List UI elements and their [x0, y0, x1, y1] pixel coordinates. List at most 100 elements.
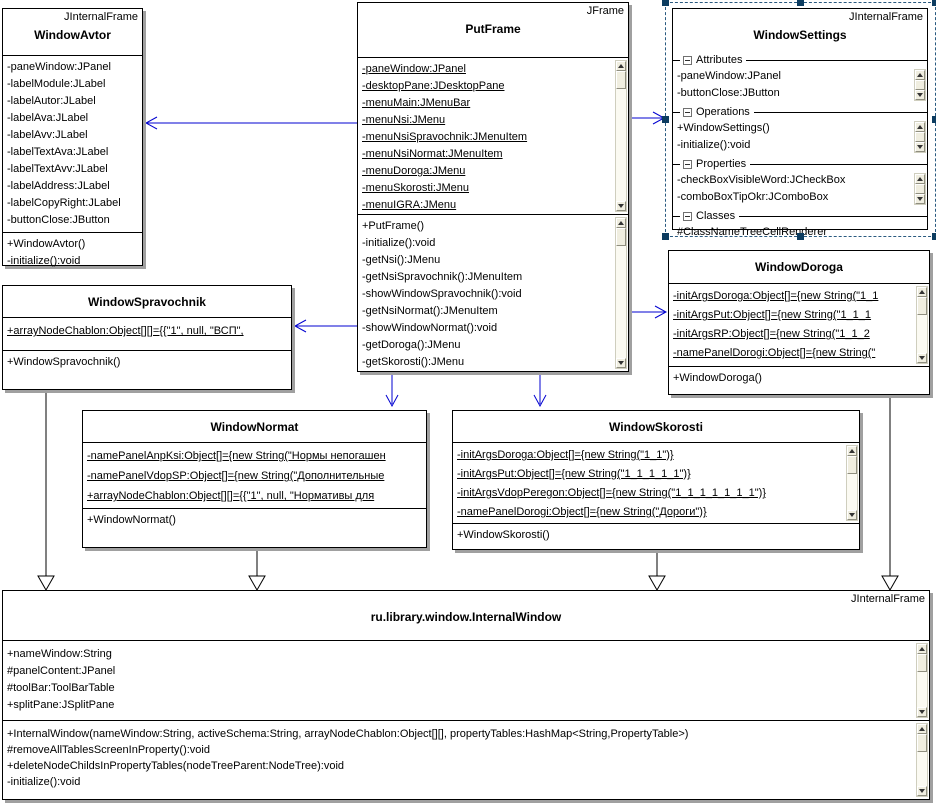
attribute[interactable]: -menuDoroga:JMenu — [362, 165, 466, 177]
collapse-icon[interactable] — [683, 107, 692, 117]
section-header-attributes[interactable]: Attributes — [673, 53, 927, 67]
scroll-thumb[interactable] — [917, 734, 927, 752]
attribute[interactable]: +splitPane:JSplitPane — [7, 699, 115, 711]
attribute[interactable]: -initArgsPut:Object[]={new String("1_1_1 — [673, 309, 872, 321]
scroll-thumb[interactable] — [915, 80, 925, 90]
class-header[interactable]: WindowDoroga — [669, 251, 929, 284]
class-header[interactable]: JFrame PutFrame — [358, 3, 628, 58]
attribute[interactable]: -buttonClose:JButton — [677, 87, 780, 99]
attribute[interactable]: -initArgsPut:Object[]={new String("1_1_1… — [457, 468, 691, 480]
scrollbar[interactable] — [615, 60, 627, 212]
scroll-up-button[interactable] — [915, 174, 925, 184]
resize-handle[interactable] — [662, 115, 669, 123]
scrollbar[interactable] — [615, 217, 627, 369]
resize-handle[interactable] — [932, 115, 936, 123]
class-windownormat[interactable]: WindowNormat -namePanelAnpKsi:Object[]={… — [82, 410, 427, 548]
operation[interactable]: #removeAllTablesScreenInProperty():void — [7, 744, 210, 756]
inner-class[interactable]: #ClassNameTreeCellRenderer — [677, 226, 827, 238]
assoc-putframe-windowdoroga[interactable] — [629, 305, 668, 319]
operations-compartment[interactable]: +PutFrame() -initialize():void -getNsi()… — [358, 215, 628, 371]
scroll-down-button[interactable] — [917, 707, 927, 717]
scroll-down-button[interactable] — [915, 194, 925, 204]
attribute[interactable]: #panelContent:JPanel — [7, 665, 116, 677]
operations-compartment[interactable]: +WindowSpravochnik() — [3, 351, 291, 373]
assoc-putframe-windownormat[interactable] — [385, 372, 399, 408]
attribute[interactable]: -namePanelDorogi:Object[]={new String(" — [673, 347, 876, 359]
attributes-compartment[interactable]: -paneWindow:JPanel -labelModule:JLabel -… — [3, 56, 142, 233]
property[interactable]: -checkBoxVisibleWord:JCheckBox — [677, 174, 846, 186]
scroll-thumb[interactable] — [847, 456, 857, 474]
scroll-up-button[interactable] — [917, 287, 927, 297]
operation[interactable]: -getNsiNormat():JMenuItem — [362, 305, 498, 317]
scroll-up-button[interactable] — [847, 446, 857, 456]
attribute[interactable]: -labelAva:JLabel — [7, 112, 89, 124]
resize-handle[interactable] — [796, 233, 804, 240]
scroll-down-button[interactable] — [616, 358, 626, 368]
resize-handle[interactable] — [932, 0, 936, 6]
operations-compartment[interactable]: +InternalWindow(nameWindow:String, activ… — [3, 721, 929, 799]
operations-compartment[interactable]: +WindowNormat() — [83, 509, 426, 531]
scrollbar[interactable] — [914, 69, 926, 101]
attribute[interactable]: -labelCopyRight:JLabel — [7, 197, 121, 209]
attribute[interactable]: -labelAddress:JLabel — [7, 180, 110, 192]
class-header[interactable]: JInternalFrame ru.library.window.Interna… — [3, 591, 929, 641]
generalization-windowskorosti-internalwindow[interactable] — [648, 550, 666, 592]
attribute[interactable]: +arrayNodeChablon:Object[][]={{"1", null… — [87, 490, 375, 502]
attribute[interactable]: -menuNsiNormat:JMenuItem — [362, 148, 503, 160]
attribute[interactable]: #toolBar:ToolBarTable — [7, 682, 115, 694]
operation[interactable]: +WindowSettings() — [677, 122, 770, 134]
attribute[interactable]: -initArgsVdopPeregon:Object[]={new Strin… — [457, 487, 766, 499]
attribute[interactable]: -menuNsiSpravochnik:JMenuItem — [362, 131, 528, 143]
assoc-putframe-windowsettings[interactable] — [629, 111, 666, 125]
scroll-up-button[interactable] — [915, 70, 925, 80]
scroll-down-button[interactable] — [915, 142, 925, 152]
attributes-compartment[interactable]: +arrayNodeChablon:Object[][]={{"1", null… — [3, 318, 291, 351]
attributes-compartment[interactable]: -paneWindow:JPanel -desktopPane:JDesktop… — [358, 58, 628, 215]
attributes-compartment[interactable]: -initArgsDoroga:Object[]={new String("1_… — [669, 284, 929, 367]
operation[interactable]: +PutFrame() — [362, 220, 425, 232]
attribute[interactable]: -menuMain:JMenuBar — [362, 97, 471, 109]
scrollbar[interactable] — [914, 173, 926, 205]
operation[interactable]: +InternalWindow(nameWindow:String, activ… — [7, 728, 689, 740]
attribute[interactable]: -paneWindow:JPanel — [362, 63, 466, 75]
scroll-track[interactable] — [847, 474, 857, 510]
attribute[interactable]: -desktopPane:JDesktopPane — [362, 80, 505, 92]
operations-compartment[interactable]: +WindowAvtor() -initialize():void — [3, 233, 142, 272]
collapse-icon[interactable] — [683, 211, 692, 221]
operation[interactable]: +WindowSpravochnik() — [7, 356, 121, 368]
attributes-items[interactable]: -paneWindow:JPanel -buttonClose:JButton — [673, 67, 927, 105]
attributes-compartment[interactable]: -initArgsDoroga:Object[]={new String("1_… — [453, 443, 859, 524]
scroll-down-button[interactable] — [616, 201, 626, 211]
scrollbar[interactable] — [846, 445, 858, 521]
resize-handle[interactable] — [932, 233, 936, 240]
class-windowavtor[interactable]: JInternalFrame WindowAvtor -paneWindow:J… — [2, 8, 143, 267]
class-windowdoroga[interactable]: WindowDoroga -initArgsDoroga:Object[]={n… — [668, 250, 930, 395]
operation[interactable]: +WindowAvtor() — [7, 238, 86, 250]
class-header[interactable]: WindowSkorosti — [453, 411, 859, 443]
assoc-putframe-windowavtor[interactable] — [144, 116, 357, 130]
scroll-track[interactable] — [917, 315, 927, 353]
operations-items[interactable]: +WindowSettings() -initialize():void — [673, 119, 927, 157]
scroll-up-button[interactable] — [917, 644, 927, 654]
section-header-classes[interactable]: Classes — [673, 209, 927, 223]
attribute[interactable]: -buttonClose:JButton — [7, 214, 110, 226]
collapse-icon[interactable] — [683, 159, 692, 169]
operation[interactable]: -initialize():void — [7, 255, 81, 267]
operation[interactable]: -initialize():void — [7, 776, 81, 788]
scroll-thumb[interactable] — [616, 228, 626, 246]
generalization-windowdoroga-internalwindow[interactable] — [881, 395, 899, 592]
scrollbar[interactable] — [914, 121, 926, 153]
operation[interactable]: -getSkorosti():JMenu — [362, 356, 465, 368]
scroll-track[interactable] — [616, 246, 626, 358]
generalization-windowspravochnik-internalwindow[interactable] — [37, 390, 55, 592]
attribute[interactable]: -initArgsDoroga:Object[]={new String("1_… — [457, 449, 674, 461]
classes-items[interactable]: #ClassNameTreeCellRenderer — [673, 223, 927, 242]
attributes-compartment[interactable]: +nameWindow:String #panelContent:JPanel … — [3, 641, 929, 721]
scroll-down-button[interactable] — [847, 510, 857, 520]
scroll-thumb[interactable] — [616, 71, 626, 89]
class-header[interactable]: WindowNormat — [83, 411, 426, 443]
attribute[interactable]: -namePanelDorogi:Object[]={new String("Д… — [457, 506, 707, 518]
class-putframe[interactable]: JFrame PutFrame -paneWindow:JPanel -desk… — [357, 2, 629, 372]
scroll-track[interactable] — [917, 752, 927, 786]
scroll-up-button[interactable] — [616, 218, 626, 228]
